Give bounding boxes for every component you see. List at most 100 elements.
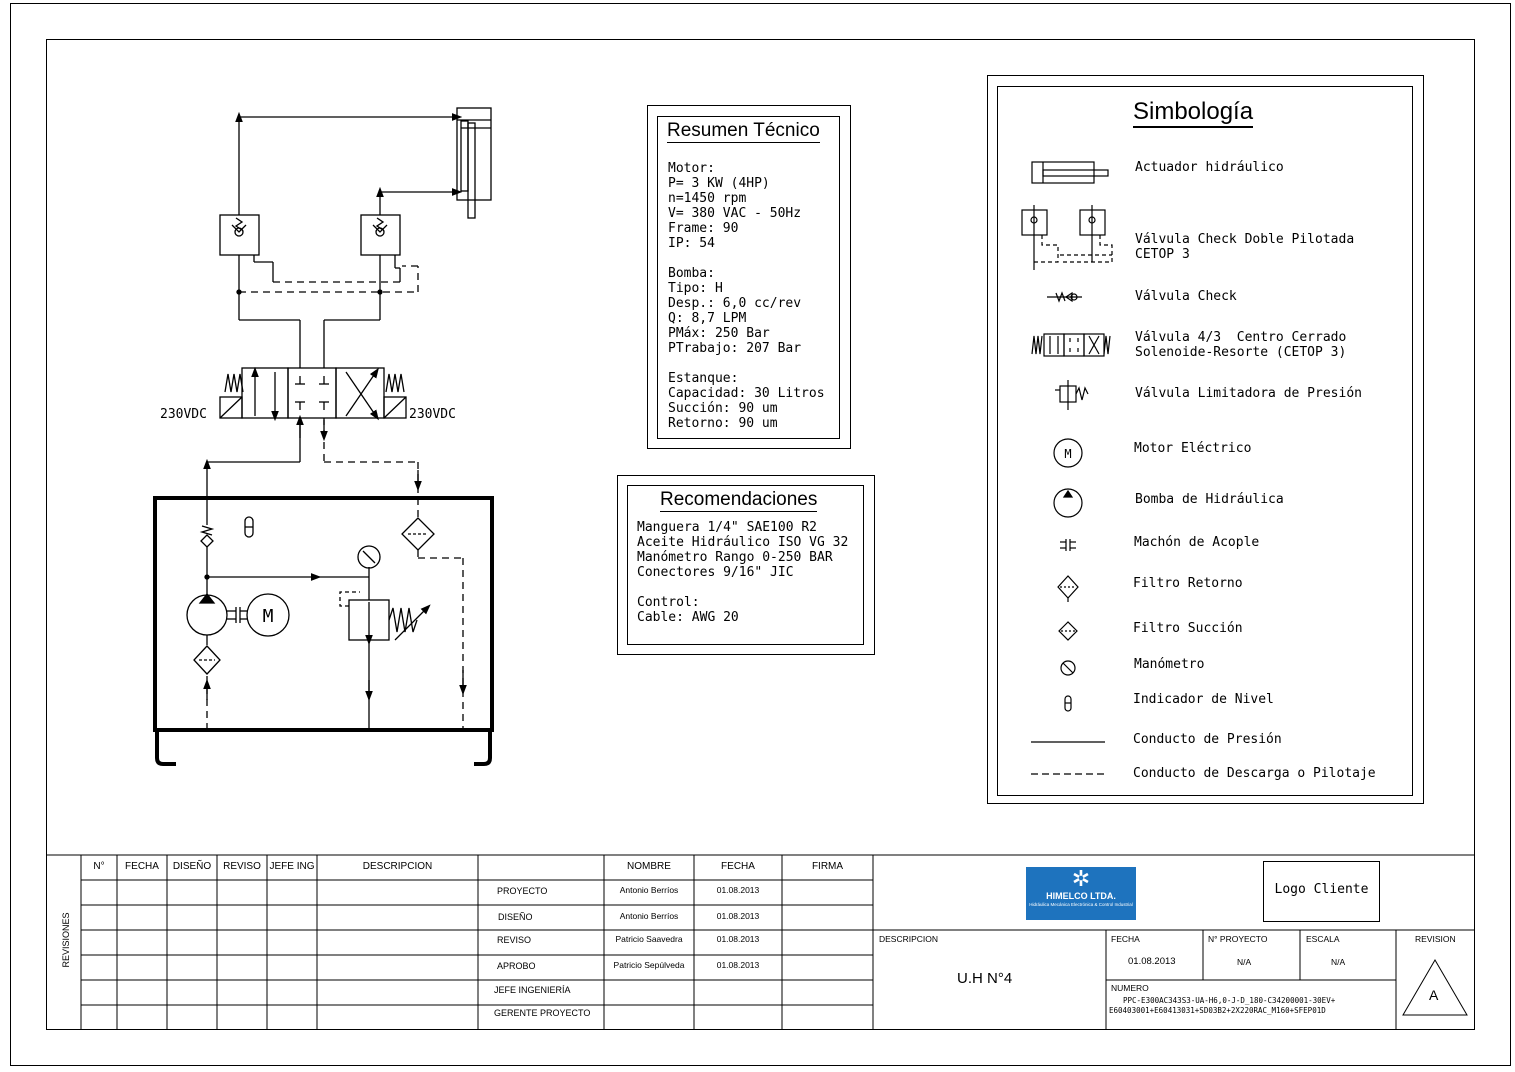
revision-label: REVISION <box>1415 934 1456 944</box>
resumen-line: Q: 8,7 LPM <box>668 311 747 326</box>
resumen-panel-outer <box>647 105 851 449</box>
resumen-line: Tipo: H <box>668 281 723 296</box>
recomendaciones-line: Control: <box>637 595 700 610</box>
simbologia-label-pressure-line: Conducto de Presión <box>1133 732 1282 747</box>
client-logo-box <box>1263 861 1380 922</box>
resumen-line: IP: 54 <box>668 236 715 251</box>
resumen-line: Desp.: 6,0 cc/rev <box>668 296 802 311</box>
sign-role: JEFE INGENIERÍA <box>494 985 571 995</box>
simbologia-icons: M <box>1021 161 1113 775</box>
rev-header-cell: DESCRIPCION <box>362 861 433 872</box>
recomendaciones-line: Manómetro Rango 0-250 BAR <box>637 550 833 565</box>
resumen-line: Capacidad: 30 Litros <box>668 386 825 401</box>
simbologia-label-return-filter: Filtro Retorno <box>1133 576 1243 591</box>
recomendaciones-title: Recomendaciones <box>660 489 818 512</box>
voltage-right: 230VDC <box>409 407 456 422</box>
simbologia-label-relief-valve: Válvula Limitadora de Presión <box>1135 386 1362 401</box>
resumen-line: Bomba: <box>668 266 715 281</box>
simbologia-label-manometer: Manómetro <box>1134 657 1205 672</box>
simbologia-label-check-valve: Válvula Check <box>1135 289 1237 304</box>
actuator-symbol <box>456 107 492 219</box>
revision-value: A <box>1429 987 1439 1003</box>
recomendaciones-panel-outer <box>617 475 875 655</box>
rev-header-cell: N° <box>93 861 105 872</box>
company-logo-tagline: Hidráulica Mecánica Electrónica & Contro… <box>1029 902 1133 907</box>
simbologia-label-hydraulic-pump: Bomba de Hidráulica <box>1135 492 1284 507</box>
double-pilot-check-valve-icon <box>1021 205 1113 270</box>
company-logo: ✲ HIMELCO LTDA. Hidráulica Mecánica Elec… <box>1026 867 1136 920</box>
simbologia-label-coupling: Machón de Acople <box>1134 535 1260 550</box>
sign-role: APROBO <box>497 961 536 971</box>
recomendaciones-line: Aceite Hidráulico ISO VG 32 <box>637 535 849 550</box>
numero-line1: PPC-E300AC343S3-UA-H6,0-J-D_180-C3420000… <box>1123 996 1336 1005</box>
resumen-title: Resumen Técnico <box>667 120 820 143</box>
simbologia-label-level-indicator: Indicador de Nivel <box>1133 692 1274 707</box>
escala-label: ESCALA <box>1306 934 1340 944</box>
resumen-panel: Resumen Técnico Motor:P= 3 KW (4HP)n=145… <box>657 116 840 439</box>
company-logo-mark: ✲ <box>1071 866 1091 891</box>
descripcion-label: DESCRIPCION <box>879 934 939 944</box>
motor-label: M <box>263 606 274 627</box>
rev-header-cell: DISEÑO <box>172 861 212 872</box>
directional-valve-4-3 <box>219 366 407 422</box>
sheet-outer-border <box>10 3 1511 1066</box>
drawing-frame <box>46 39 1475 1030</box>
sign-header-cell: FIRMA <box>811 861 844 872</box>
proyecto-value: N/A <box>1237 957 1252 967</box>
sign-name: Patricio Sepúlveda <box>613 960 685 970</box>
simbologia-title: Simbología <box>1133 98 1254 128</box>
sign-date: 01.08.2013 <box>716 911 760 921</box>
simbologia-panel <box>997 86 1413 796</box>
recomendaciones-line: Manguera 1/4" SAE100 R2 <box>637 520 818 535</box>
simbologia-label-drain-line: Conducto de Descarga o Pilotaje <box>1133 766 1376 781</box>
recomendaciones-line: Conectores 9/16" JIC <box>637 565 794 580</box>
resumen-line: Retorno: 90 um <box>668 416 778 431</box>
sign-name: Patricio Saavedra <box>615 934 683 944</box>
simbologia-label-directional-valve: Válvula 4/3 Centro Cerrado Solenoide-Res… <box>1135 330 1347 360</box>
voltage-left: 230VDC <box>160 407 207 422</box>
tank <box>153 496 494 732</box>
sign-date: 01.08.2013 <box>716 934 760 944</box>
hydraulic-schematic: M 230VDC 230VDC <box>153 107 494 766</box>
proyecto-label: N° PROYECTO <box>1208 934 1268 944</box>
hydraulic-actuator-icon <box>1031 161 1109 184</box>
resumen-line: P= 3 KW (4HP) <box>668 176 770 191</box>
electric-motor-icon <box>1053 438 1083 468</box>
client-logo: Logo Cliente <box>1274 882 1369 897</box>
fecha-label: FECHA <box>1111 934 1140 944</box>
sign-date: 01.08.2013 <box>716 960 760 970</box>
resumen-line: Estanque: <box>668 371 739 386</box>
simbologia-label-double-pilot-check-valve: Válvula Check Doble Pilotada CETOP 3 <box>1135 232 1355 262</box>
check-valve-icon <box>1047 291 1082 303</box>
descripcion-value: U.H N°4 <box>957 970 1013 987</box>
rev-header-cell: JEFE ING <box>269 861 315 872</box>
escala-value: N/A <box>1331 957 1346 967</box>
coupling-icon <box>1060 539 1076 551</box>
simbologia-label-hydraulic-actuator: Actuador hidráulico <box>1135 160 1284 175</box>
simbologia-panel-outer <box>987 75 1424 804</box>
hydraulic-pump-icon <box>1053 488 1083 518</box>
resumen-line: Motor: <box>668 161 715 176</box>
svg-text:M: M <box>1064 447 1071 461</box>
numero-line2: E60403001+E60413031+SD03B2+2X220RAC_M160… <box>1109 1006 1326 1015</box>
sign-role: DISEÑO <box>498 912 533 922</box>
return-filter-icon <box>1057 575 1079 602</box>
recomendaciones-line: Cable: AWG 20 <box>637 610 739 625</box>
sign-date: 01.08.2013 <box>716 885 760 895</box>
resumen-line: PTrabajo: 207 Bar <box>668 341 802 356</box>
resumen-line: Frame: 90 <box>668 221 739 236</box>
manometer-icon <box>1060 660 1076 676</box>
suction-filter-icon <box>1058 621 1078 641</box>
sign-role: REVISO <box>497 935 532 945</box>
directional-valve-icon <box>1031 333 1111 357</box>
simbologia-label-electric-motor: Motor Eléctrico <box>1134 441 1252 456</box>
rev-header-cell: REVISO <box>223 861 261 872</box>
sign-name: Antonio Berríos <box>619 885 679 895</box>
sign-name: Antonio Berríos <box>619 911 679 921</box>
rev-header-cell: FECHA <box>125 861 159 872</box>
sign-role: GERENTE PROYECTO <box>494 1008 591 1018</box>
